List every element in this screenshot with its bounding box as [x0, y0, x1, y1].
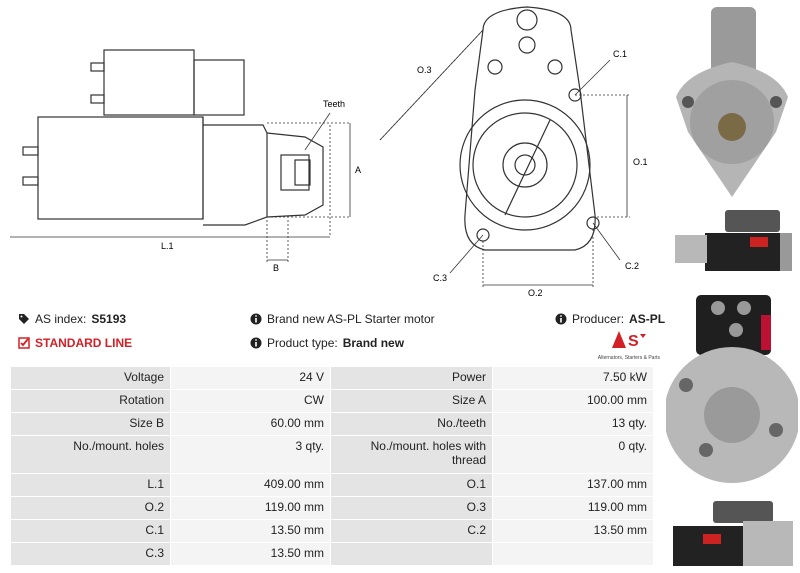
spec-value: 0 qty.	[492, 435, 654, 474]
product-photo-side-2	[668, 496, 798, 571]
dim-b-label: B	[273, 263, 279, 273]
dim-c2-label: C.2	[625, 261, 639, 271]
description-text: Brand new AS-PL Starter motor	[267, 312, 435, 326]
spec-value: 60.00 mm	[170, 412, 331, 436]
spec-value: 119.00 mm	[170, 496, 331, 520]
spec-label	[330, 542, 493, 566]
standard-line-label: STANDARD LINE	[35, 336, 133, 350]
front-view-drawing: O.3 C.1 O.1 C.3 C.2 O.2	[379, 6, 648, 298]
as-index: AS index: S5193	[18, 312, 126, 326]
product-type-value: Brand new	[342, 336, 405, 350]
spec-label: O.1	[330, 473, 493, 497]
producer: Producer: AS-PL	[555, 312, 665, 326]
spec-value: 24 V	[170, 366, 331, 390]
producer-value: AS-PL	[629, 312, 666, 326]
spec-value: 119.00 mm	[492, 496, 654, 520]
spec-value: 13 qty.	[492, 412, 654, 436]
spec-value: 13.50 mm	[492, 519, 654, 543]
spec-label: Power	[330, 366, 493, 390]
info-icon	[555, 313, 567, 325]
as-index-label: AS index:	[35, 312, 87, 326]
info-icon	[250, 337, 262, 349]
spec-label: Size B	[10, 412, 171, 436]
spec-label: Rotation	[10, 389, 171, 413]
dim-o1-label: O.1	[633, 157, 648, 167]
spec-value: 3 qty.	[170, 435, 331, 474]
dim-a-label: A	[355, 165, 361, 175]
dim-l1-label: L.1	[161, 241, 174, 251]
spec-value	[492, 542, 654, 566]
product-type-label: Product type:	[267, 336, 338, 350]
dim-c1-label: C.1	[613, 49, 627, 59]
spec-label: Voltage	[10, 366, 171, 390]
info-icon	[250, 313, 262, 325]
spec-value: 409.00 mm	[170, 473, 331, 497]
as-logo-icon: S	[612, 331, 646, 350]
spec-label: No./mount. holes with thread	[330, 435, 493, 474]
spec-label: O.3	[330, 496, 493, 520]
spec-label: Size A	[330, 389, 493, 413]
checkbox-checked-icon	[18, 337, 30, 349]
spec-value: 137.00 mm	[492, 473, 654, 497]
teeth-label: Teeth	[323, 99, 345, 109]
dim-o2-label: O.2	[528, 288, 543, 298]
dim-o3-label: O.3	[417, 65, 432, 75]
product-photo-front-top	[666, 2, 798, 200]
standard-line: STANDARD LINE	[18, 336, 132, 350]
spec-label: O.2	[10, 496, 171, 520]
svg-text:S: S	[628, 333, 639, 350]
logo-tagline: Alternators, Starters & Parts	[597, 355, 660, 361]
producer-label: Producer:	[572, 312, 625, 326]
spec-label: L.1	[10, 473, 171, 497]
product-photo-rear	[666, 290, 798, 490]
dim-c3-label: C.3	[433, 273, 447, 283]
spec-label: C.3	[10, 542, 171, 566]
tag-icon	[19, 314, 29, 324]
side-view-drawing: Teeth A B L.1	[10, 49, 361, 273]
spec-value: 100.00 mm	[492, 389, 654, 413]
spec-label: No./teeth	[330, 412, 493, 436]
spec-value: 7.50 kW	[492, 366, 654, 390]
as-index-value: S5193	[91, 312, 127, 326]
spec-value: CW	[170, 389, 331, 413]
spec-value: 13.50 mm	[170, 519, 331, 543]
description: Brand new AS-PL Starter motor	[250, 312, 435, 326]
spec-label: C.1	[10, 519, 171, 543]
spec-value: 13.50 mm	[170, 542, 331, 566]
spec-label: No./mount. holes	[10, 435, 171, 474]
as-pl-logo: S Alternators, Starters & Parts	[590, 328, 660, 361]
product-photo-side	[670, 205, 795, 275]
product-type: Product type: Brand new	[250, 336, 404, 350]
spec-label: C.2	[330, 519, 493, 543]
